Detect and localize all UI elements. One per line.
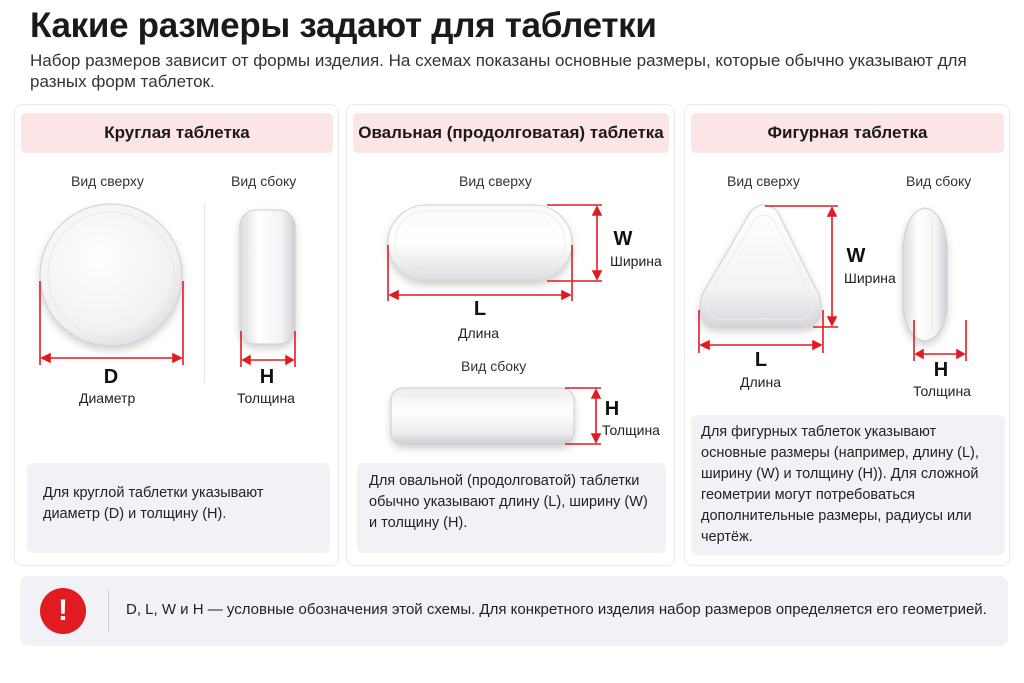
view-label-side: Вид сбоку [906,173,972,189]
dim-letter-h: H [604,398,620,420]
dim-name-h: Толщина [602,422,660,438]
view-label-top: Вид сверху [727,173,800,189]
footnote-text: D, L, W и H — условные обозначения этой … [126,601,987,618]
dim-name-l: Длина [740,374,781,390]
note-divider [108,590,109,632]
round-tablet-drawing [39,203,296,367]
round-tablet-side [239,209,296,345]
oval-tablet-top [387,204,573,282]
dimension-l [387,245,573,301]
panel-round-tablet: Круглая таблетка Вид сверху Вид сбоку D … [14,104,339,566]
triangle-tablet-top [699,204,822,328]
dim-letter-l: L [754,349,768,371]
dim-letter-h: H [933,359,949,381]
dim-name-h: Толщина [237,390,295,406]
dim-letter-w: W [846,245,866,267]
triangle-tablet-side [902,207,948,342]
panel-title: Фигурная таблетка [691,113,1004,153]
shaped-tablet-drawing [698,204,967,361]
info-box: Для фигурных таблеток указывают основные… [691,415,1005,555]
dim-letter-d: D [103,366,119,388]
page-subtitle: Набор размеров зависит от формы изделия.… [30,51,967,91]
exclamation-icon: ! [40,588,86,634]
view-label-top: Вид сверху [459,173,532,189]
panel-title: Круглая таблетка [21,113,333,153]
oval-tablet-drawing [387,204,603,445]
dim-letter-l: L [473,298,487,320]
dim-letter-h: H [259,366,275,388]
dimension-d [39,281,184,365]
view-label-side: Вид сбоку [231,173,297,189]
dim-name-d: Диаметр [79,390,136,406]
round-tablet-top [39,203,183,347]
oval-tablet-side [390,387,575,445]
panel-shaped-tablet: Фигурная таблетка Вид сверху Вид сбоку [684,104,1010,566]
dimension-w [547,204,603,282]
view-label-side: Вид сбоку [461,358,527,374]
view-label-top: Вид сверху [71,173,144,189]
view-divider [204,203,205,383]
dim-name-l: Длина [458,325,499,341]
dimension-h [240,331,296,367]
dimension-h [565,387,602,445]
dim-name-w: Ширина [844,270,896,286]
dimension-l [698,310,824,353]
dim-name-w: Ширина [610,253,662,269]
info-box: Для овальной (продолговатой) таблетки об… [357,463,666,553]
panel-oval-tablet: Овальная (продолговатая) таблетка Вид св… [346,104,675,566]
dimension-w [765,205,838,328]
footnote-bar: ! D, L, W и H — условные обозначения это… [20,576,1008,646]
dim-name-h: Толщина [913,383,971,399]
page-title: Какие размеры задают для таблетки [30,6,657,45]
dim-letter-w: W [613,228,633,250]
info-box: Для круглой таблетки указывают диаметр (… [27,463,330,553]
dimension-h [913,320,967,361]
panel-title: Овальная (продолговатая) таблетка [353,113,669,153]
